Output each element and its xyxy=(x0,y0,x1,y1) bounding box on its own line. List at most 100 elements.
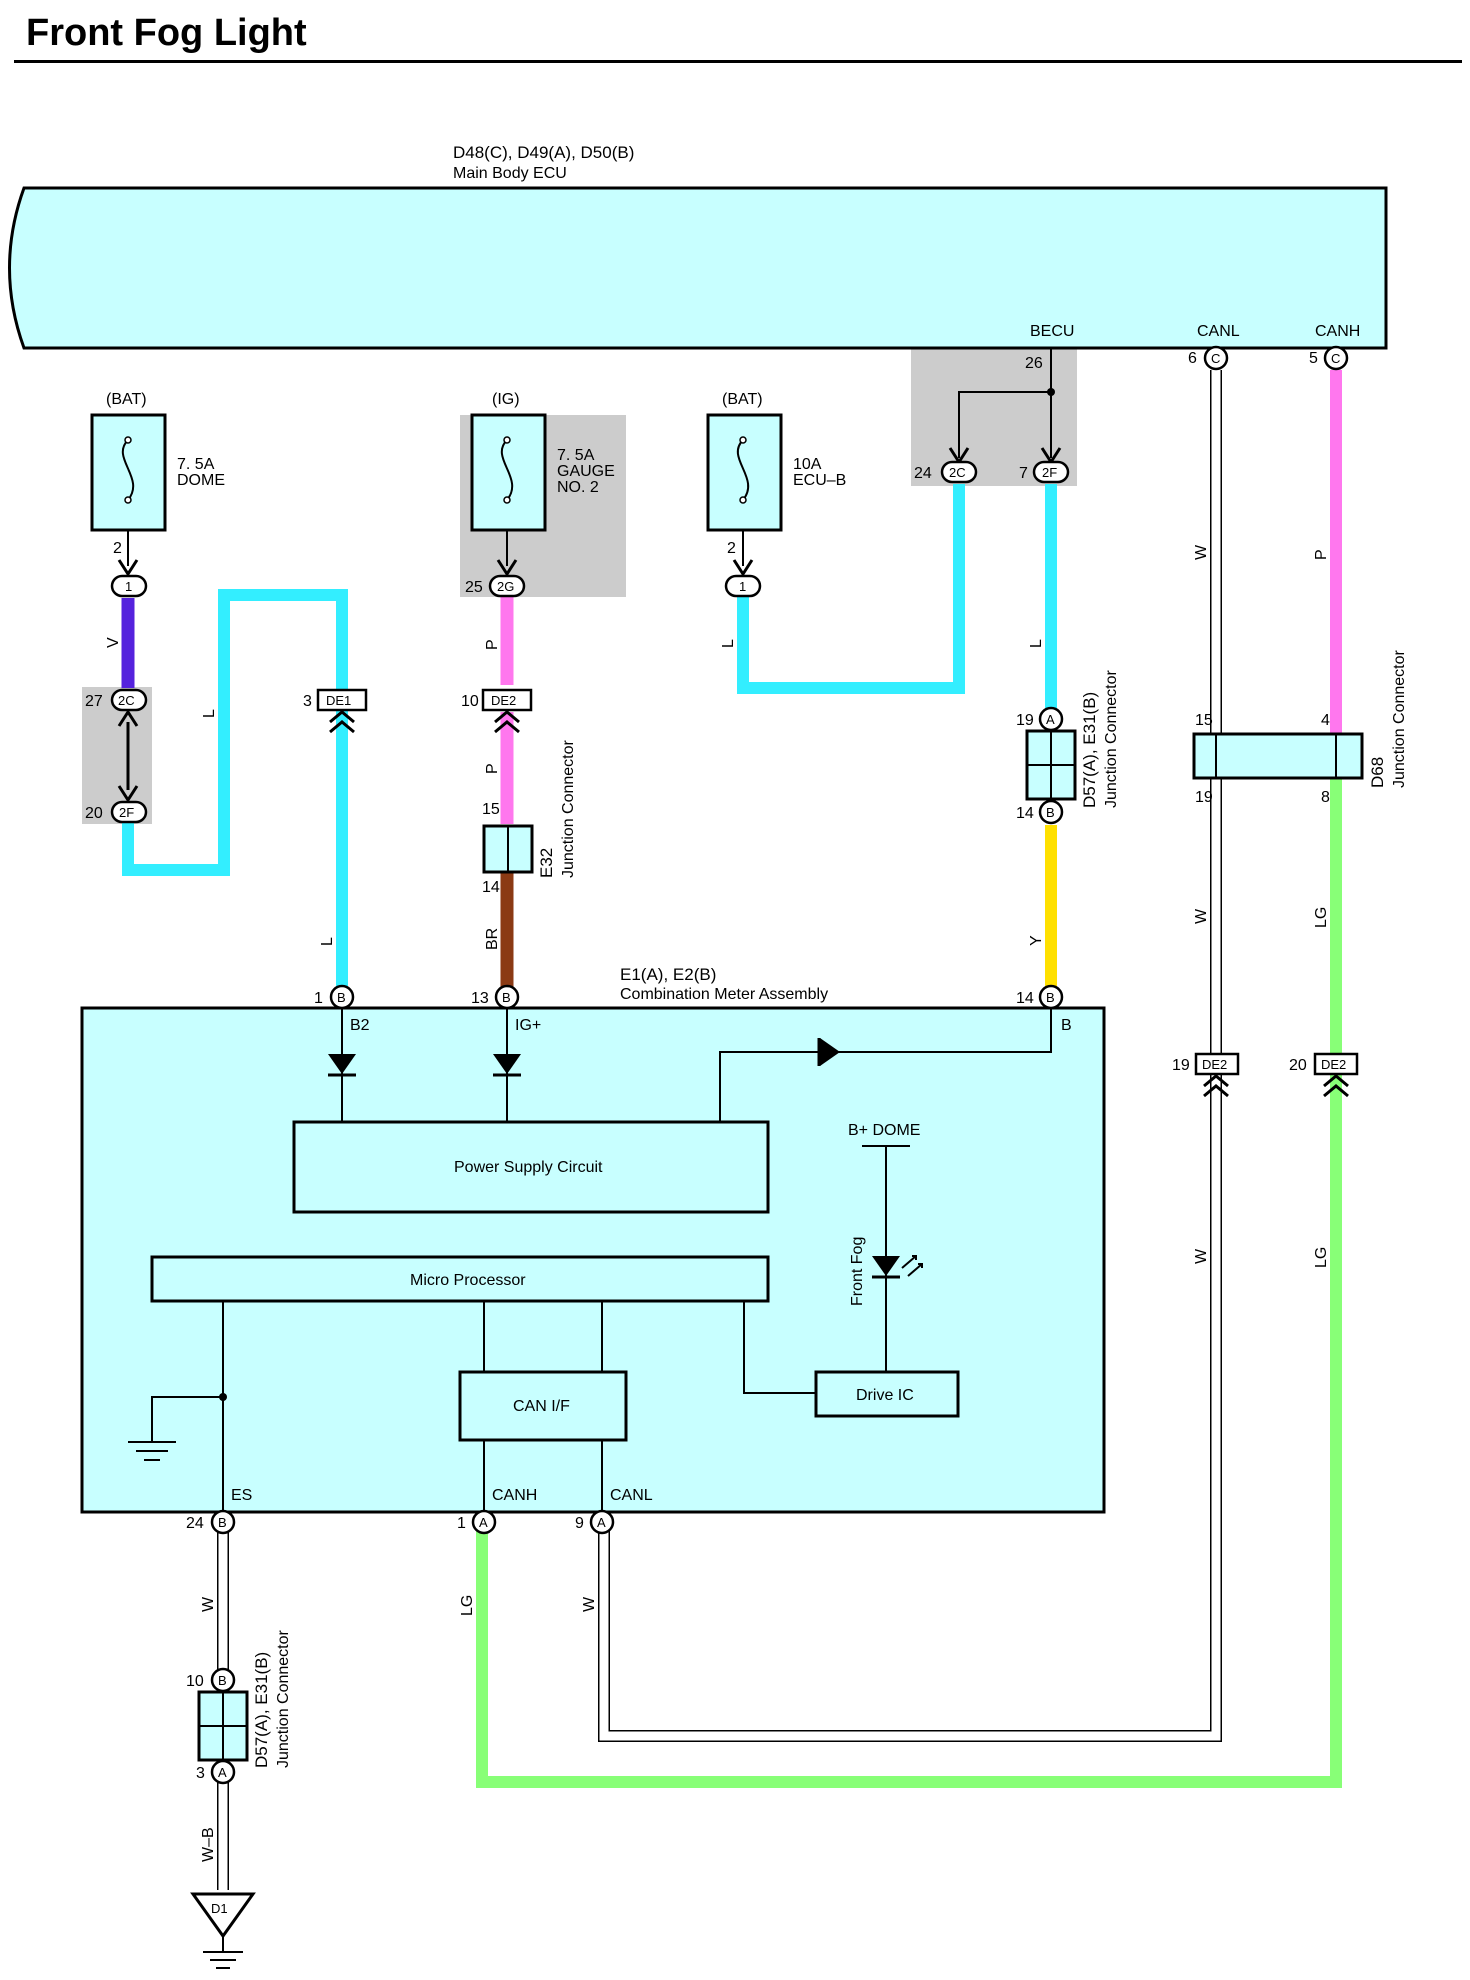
led-rays-icon xyxy=(901,1255,923,1277)
meter-canh-connector xyxy=(471,1509,497,1535)
d68-name: Junction Connector xyxy=(1391,649,1408,788)
meter-ig-conn: B xyxy=(502,990,511,1005)
wire-label-w-meter: W xyxy=(581,1596,598,1612)
conn-2c-left xyxy=(110,688,148,712)
meter-canl-label: CANL xyxy=(610,1487,653,1504)
conn-2f-right-label: 2F xyxy=(1042,465,1057,480)
fuse-dome-supply: (BAT) xyxy=(106,391,147,408)
conn-2f-left-pin: 20 xyxy=(85,805,103,822)
fuse-gauge-icon xyxy=(500,439,514,501)
jc-bottom-conn-a xyxy=(210,1759,236,1785)
fuse-dome-dot-top xyxy=(124,436,132,444)
fuse-ecub-supply: (BAT) xyxy=(722,391,763,408)
fuse-gauge-dot-top xyxy=(503,436,511,444)
conn-2f-left xyxy=(110,800,148,824)
wire-label-lg-meter: LG xyxy=(459,1595,476,1616)
meter-canl-conn: A xyxy=(597,1515,606,1530)
ecu-canh-conn: C xyxy=(1331,351,1340,366)
meter-es-conn: B xyxy=(218,1515,227,1530)
drive-ic xyxy=(814,1370,960,1418)
e32-name: Junction Connector xyxy=(560,739,577,878)
conn-de2-canh-pin: 20 xyxy=(1289,1057,1307,1074)
fuse-dome-box xyxy=(90,413,167,532)
can-if-label: CAN I/F xyxy=(513,1398,570,1415)
wire-l-ecub xyxy=(737,484,965,694)
meter-b2-conn: B xyxy=(337,990,346,1005)
can-if xyxy=(458,1370,628,1442)
conn-2c-left-pin: 27 xyxy=(85,693,103,710)
fuse-dome-icon xyxy=(121,439,135,501)
meter-es-pin: 24 xyxy=(186,1515,204,1532)
wire-label-v: V xyxy=(105,637,122,648)
jc-top-pin-bottom: 14 xyxy=(1016,805,1034,822)
fuse-ecub-pin: 2 xyxy=(727,540,736,557)
fuse-ecub-conn xyxy=(724,574,762,598)
meter-code: E1(A), E2(B) xyxy=(620,965,716,984)
fuse-ecub-name: ECU–B xyxy=(793,472,846,489)
fuse-dome-pin: 2 xyxy=(113,540,122,557)
wire-label-wb: W–B xyxy=(200,1827,217,1862)
meter-b-pin: 14 xyxy=(1016,990,1034,1007)
conn-de2-canh xyxy=(1313,1052,1359,1076)
wire-label-y: Y xyxy=(1028,935,1045,946)
ecu-becu-label: BECU xyxy=(1030,323,1074,340)
power-supply-label: Power Supply Circuit xyxy=(454,1159,603,1176)
front-fog-label: Front Fog xyxy=(849,1237,866,1306)
becu-branch xyxy=(958,391,1051,458)
d1-label: D1 xyxy=(211,1901,228,1916)
meter-b2-label: B2 xyxy=(350,1017,370,1034)
jc-bottom-code: D57(A), E31(B) xyxy=(252,1652,271,1768)
meter-b-label: B xyxy=(1061,1017,1072,1034)
meter-canh-label: CANH xyxy=(492,1487,537,1504)
ecu-canl-label: CANL xyxy=(1197,323,1240,340)
jc-top-code: D57(A), E31(B) xyxy=(1080,692,1099,808)
title-rule xyxy=(14,60,1462,63)
wire-label-w-1: W xyxy=(1193,544,1210,560)
micro-processor xyxy=(150,1255,770,1303)
fuse-gauge-dot-bottom xyxy=(503,496,511,504)
conn-de2-canl-pin: 19 xyxy=(1172,1057,1190,1074)
jc-bottom-pin-bottom: 3 xyxy=(196,1765,205,1782)
fuse-dome-rating: 7. 5A xyxy=(177,456,215,473)
d68-pin-tl: 15 xyxy=(1195,712,1213,729)
micro-processor-label: Micro Processor xyxy=(410,1272,526,1289)
jc-bottom-pin-top: 10 xyxy=(186,1673,204,1690)
wire-label-l-becu: L xyxy=(1028,639,1045,648)
conn-2c-left-label: 2C xyxy=(118,693,135,708)
arrow-fuse-dome xyxy=(117,559,139,577)
wire-label-l-meter: L xyxy=(319,937,336,946)
d68-pin-bl: 19 xyxy=(1195,789,1213,806)
conn-de2-ig-pin: 10 xyxy=(461,693,479,710)
conn-2f-right-pin: 7 xyxy=(1019,465,1028,482)
meter-b2-pin: 1 xyxy=(314,990,323,1007)
d68-pin-br: 8 xyxy=(1321,789,1330,806)
conn-de2-canl xyxy=(1194,1052,1240,1076)
main-body-ecu-box xyxy=(8,186,1388,350)
meter-es-label: ES xyxy=(231,1487,252,1504)
fuse-gauge-rating: 7. 5A xyxy=(557,447,595,464)
conn-de1 xyxy=(316,688,368,712)
conn-de2-canl-label: DE2 xyxy=(1202,1057,1227,1072)
ecu-canl-pin: 6 xyxy=(1188,350,1197,367)
d1-ground-icon xyxy=(203,1951,243,1969)
wire-label-l-ecub: L xyxy=(720,639,737,648)
meter-b-conn: B xyxy=(1046,990,1055,1005)
wire-label-l-loop: L xyxy=(201,709,218,718)
wire-label-br: BR xyxy=(484,928,501,950)
meter-ig-diode xyxy=(493,1054,521,1074)
meter-canl-pin: 9 xyxy=(575,1515,584,1532)
micro-to-drive xyxy=(743,1301,816,1394)
wire-label-p-upper: P xyxy=(484,639,501,650)
de2-canh-chevrons xyxy=(1323,1074,1349,1098)
meter-b-line xyxy=(719,1008,1052,1122)
page-title: Front Fog Light xyxy=(26,12,307,54)
meter-ig-label: IG+ xyxy=(515,1017,541,1034)
conn-2c-right xyxy=(940,460,978,484)
fuse-gauge-pin: 25 xyxy=(465,579,483,596)
wire-label-p-lower: P xyxy=(484,763,501,774)
fuse-dome-name: DOME xyxy=(177,472,225,489)
arrow-fuse-ecub xyxy=(732,559,754,577)
jc-bottom-conn-b-label: B xyxy=(218,1673,227,1688)
wire-label-lg-2: LG xyxy=(1313,1247,1330,1268)
fuse-gauge-conn-label: 2G xyxy=(497,579,514,594)
